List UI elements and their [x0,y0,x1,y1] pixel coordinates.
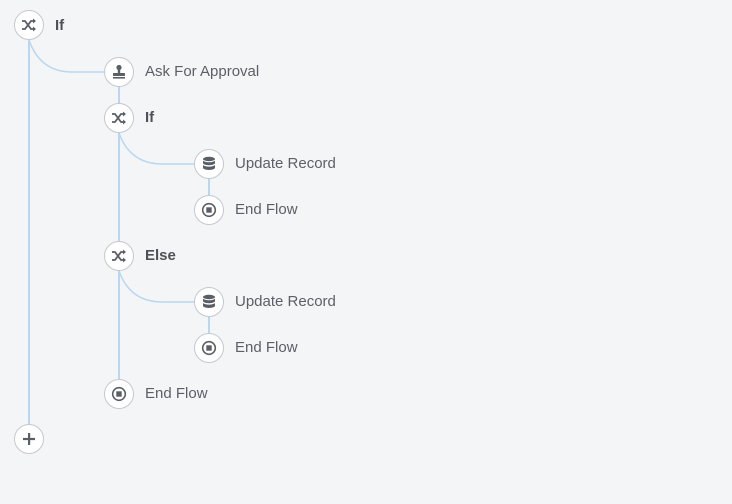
end-flow-label: End Flow [235,201,298,218]
stamp-icon [113,64,125,79]
shuffle-icon [112,249,126,263]
if-nested-label: If [145,109,155,126]
plus-icon [23,433,35,445]
stop-icon [201,340,217,356]
update-record-node[interactable] [194,149,224,179]
database-icon [203,294,215,308]
end-flow-node[interactable] [104,379,134,409]
if-nested-node[interactable] [104,103,134,133]
shuffle-icon [112,111,126,125]
shuffle-icon [22,18,36,32]
database-icon [203,156,215,170]
connector-line [118,132,194,165]
if-root-label: If [55,17,65,34]
ask-approval-node[interactable] [104,57,134,87]
ask-approval-label: Ask For Approval [145,63,260,80]
stop-icon [111,386,127,402]
end-flow-label: End Flow [145,385,208,402]
end-flow-node[interactable] [194,333,224,363]
if-root-node[interactable] [14,10,44,40]
end-flow-label: End Flow [235,339,298,356]
update-record-node[interactable] [194,287,224,317]
stop-icon [201,202,217,218]
add-step-button[interactable] [14,424,44,454]
else-branch-label: Else [145,247,176,264]
connector-line [118,270,194,303]
update-record-label: Update Record [235,293,336,310]
update-record-label: Update Record [235,155,336,172]
connector-line [28,39,104,73]
else-branch-node[interactable] [104,241,134,271]
end-flow-node[interactable] [194,195,224,225]
